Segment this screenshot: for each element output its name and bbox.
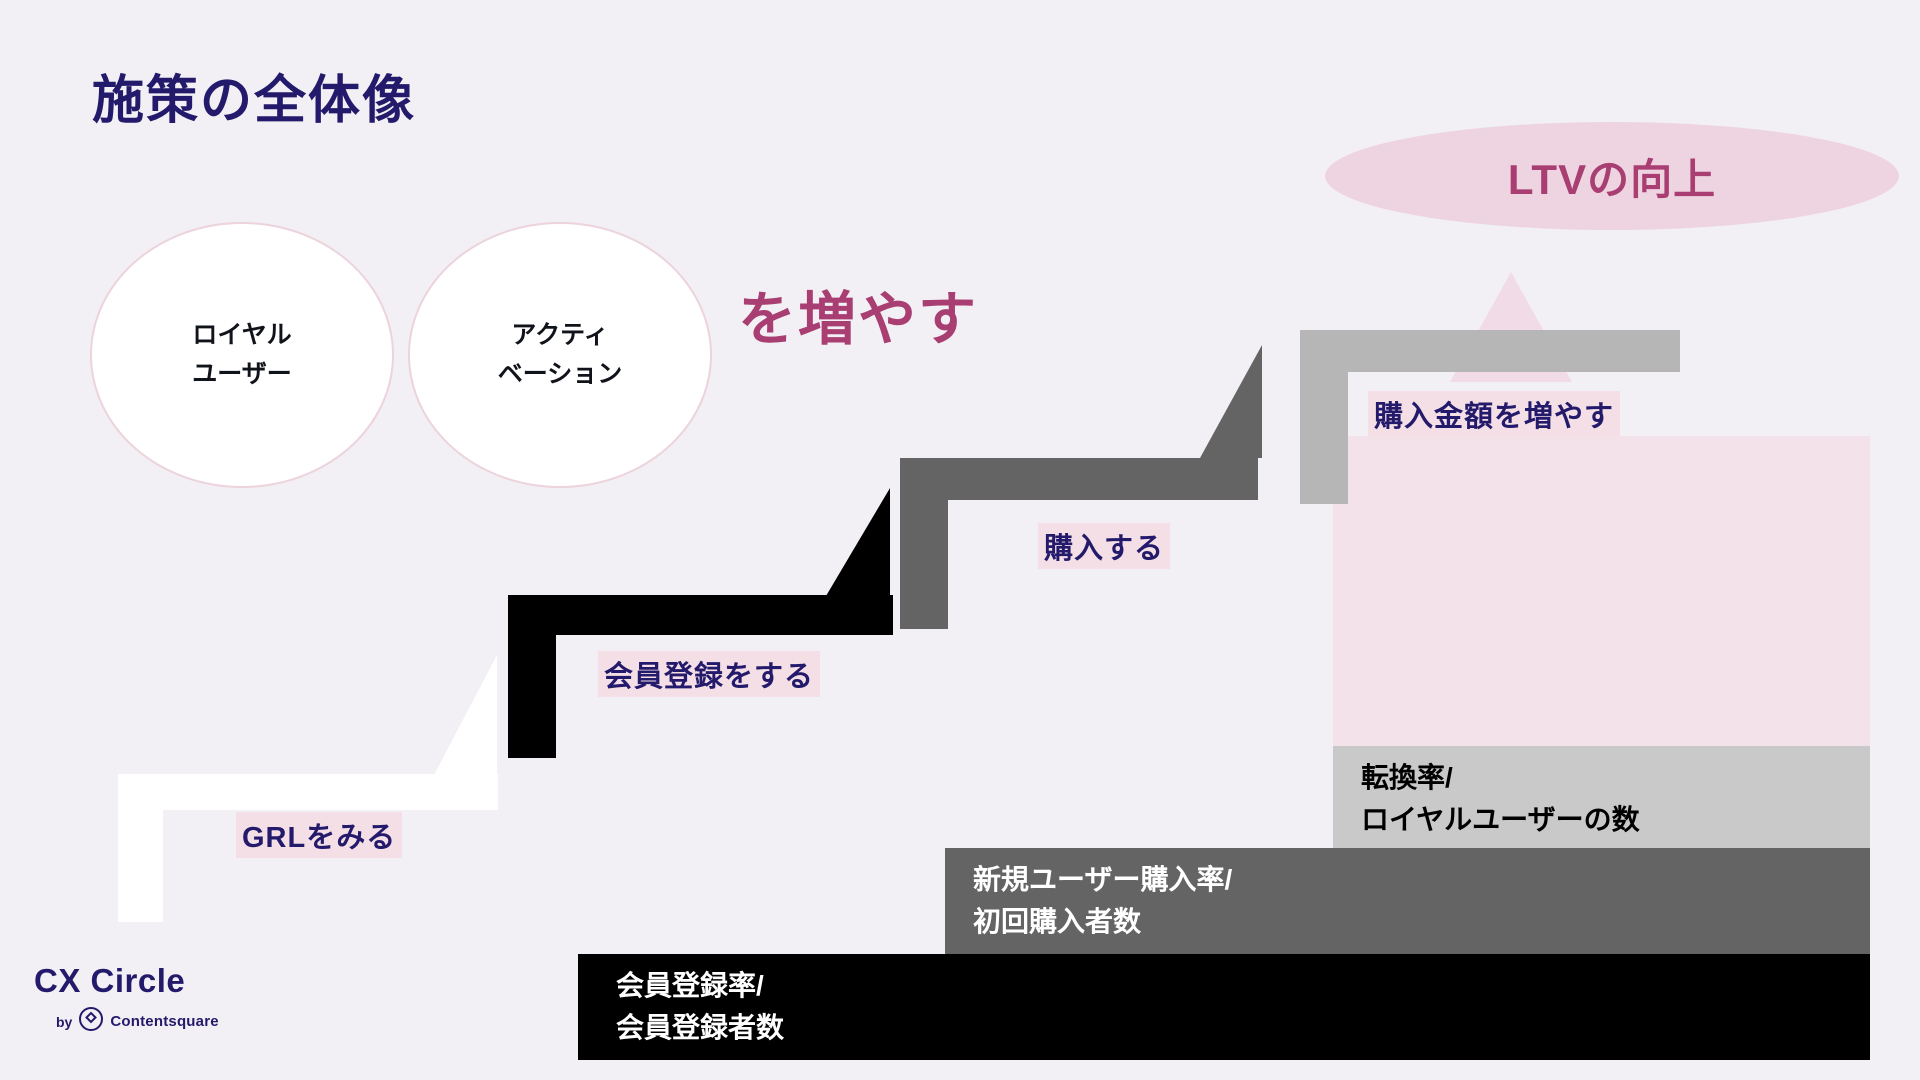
circle-activation: アクティ ベーション — [408, 222, 712, 488]
kpi-bar-signup-rate-label: 会員登録率/ 会員登録者数 — [616, 970, 785, 1043]
step-grl-riser — [118, 774, 163, 922]
step-amount-riser — [1300, 330, 1348, 504]
circle-loyal-user: ロイヤル ユーザー — [90, 222, 394, 488]
step-label-signup: 会員登録をする — [598, 651, 821, 697]
step-label-purchase: 購入する — [1038, 523, 1171, 569]
logo-brand-text: Contentsquare — [110, 1013, 219, 1030]
kpi-bar-new-user-purchase: 新規ユーザー購入率/ 初回購入者数 — [945, 848, 1870, 954]
page-title: 施策の全体像 — [92, 72, 417, 130]
kpi-bar-conversion: 転換率/ ロイヤルユーザーの数 — [1333, 746, 1870, 852]
ltv-goal-label: LTVの向上 — [1507, 155, 1717, 203]
kpi-bar-new-user-purchase-label: 新規ユーザー購入率/ 初回購入者数 — [973, 864, 1233, 937]
cx-circle-logo: CX Circle by Contentsquare — [34, 964, 254, 1037]
kpi-bar-conversion-label: 転換率/ ロイヤルユーザーの数 — [1361, 762, 1640, 835]
pink-background-panel — [1333, 436, 1870, 748]
step-grl-wedge — [434, 655, 497, 775]
contentsquare-mark-icon — [78, 1006, 104, 1037]
ltv-goal-ellipse: LTVの向上 — [1325, 122, 1899, 230]
step-label-grl: GRLをみる — [236, 812, 403, 858]
step-label-amount: 購入金額を増やす — [1368, 391, 1621, 437]
step-signup-riser — [508, 595, 556, 758]
step-signup-wedge — [826, 488, 890, 596]
kpi-bar-signup-rate: 会員登録率/ 会員登録者数 — [578, 954, 1870, 1060]
circle-loyal-user-label: ロイヤル ユーザー — [192, 321, 292, 388]
step-grl-tread — [118, 774, 498, 810]
circle-activation-label: アクティ ベーション — [497, 321, 623, 388]
logo-subline: by Contentsquare — [34, 1006, 254, 1037]
step-amount-tread — [1300, 330, 1680, 372]
logo-main-text: CX Circle — [34, 962, 186, 999]
logo-by-text: by — [56, 1013, 73, 1030]
increase-text: を増やす — [738, 287, 979, 352]
step-purchase-tread — [900, 458, 1258, 500]
step-signup-tread — [508, 595, 893, 635]
step-purchase-riser — [900, 458, 948, 629]
step-purchase-wedge — [1200, 345, 1262, 458]
